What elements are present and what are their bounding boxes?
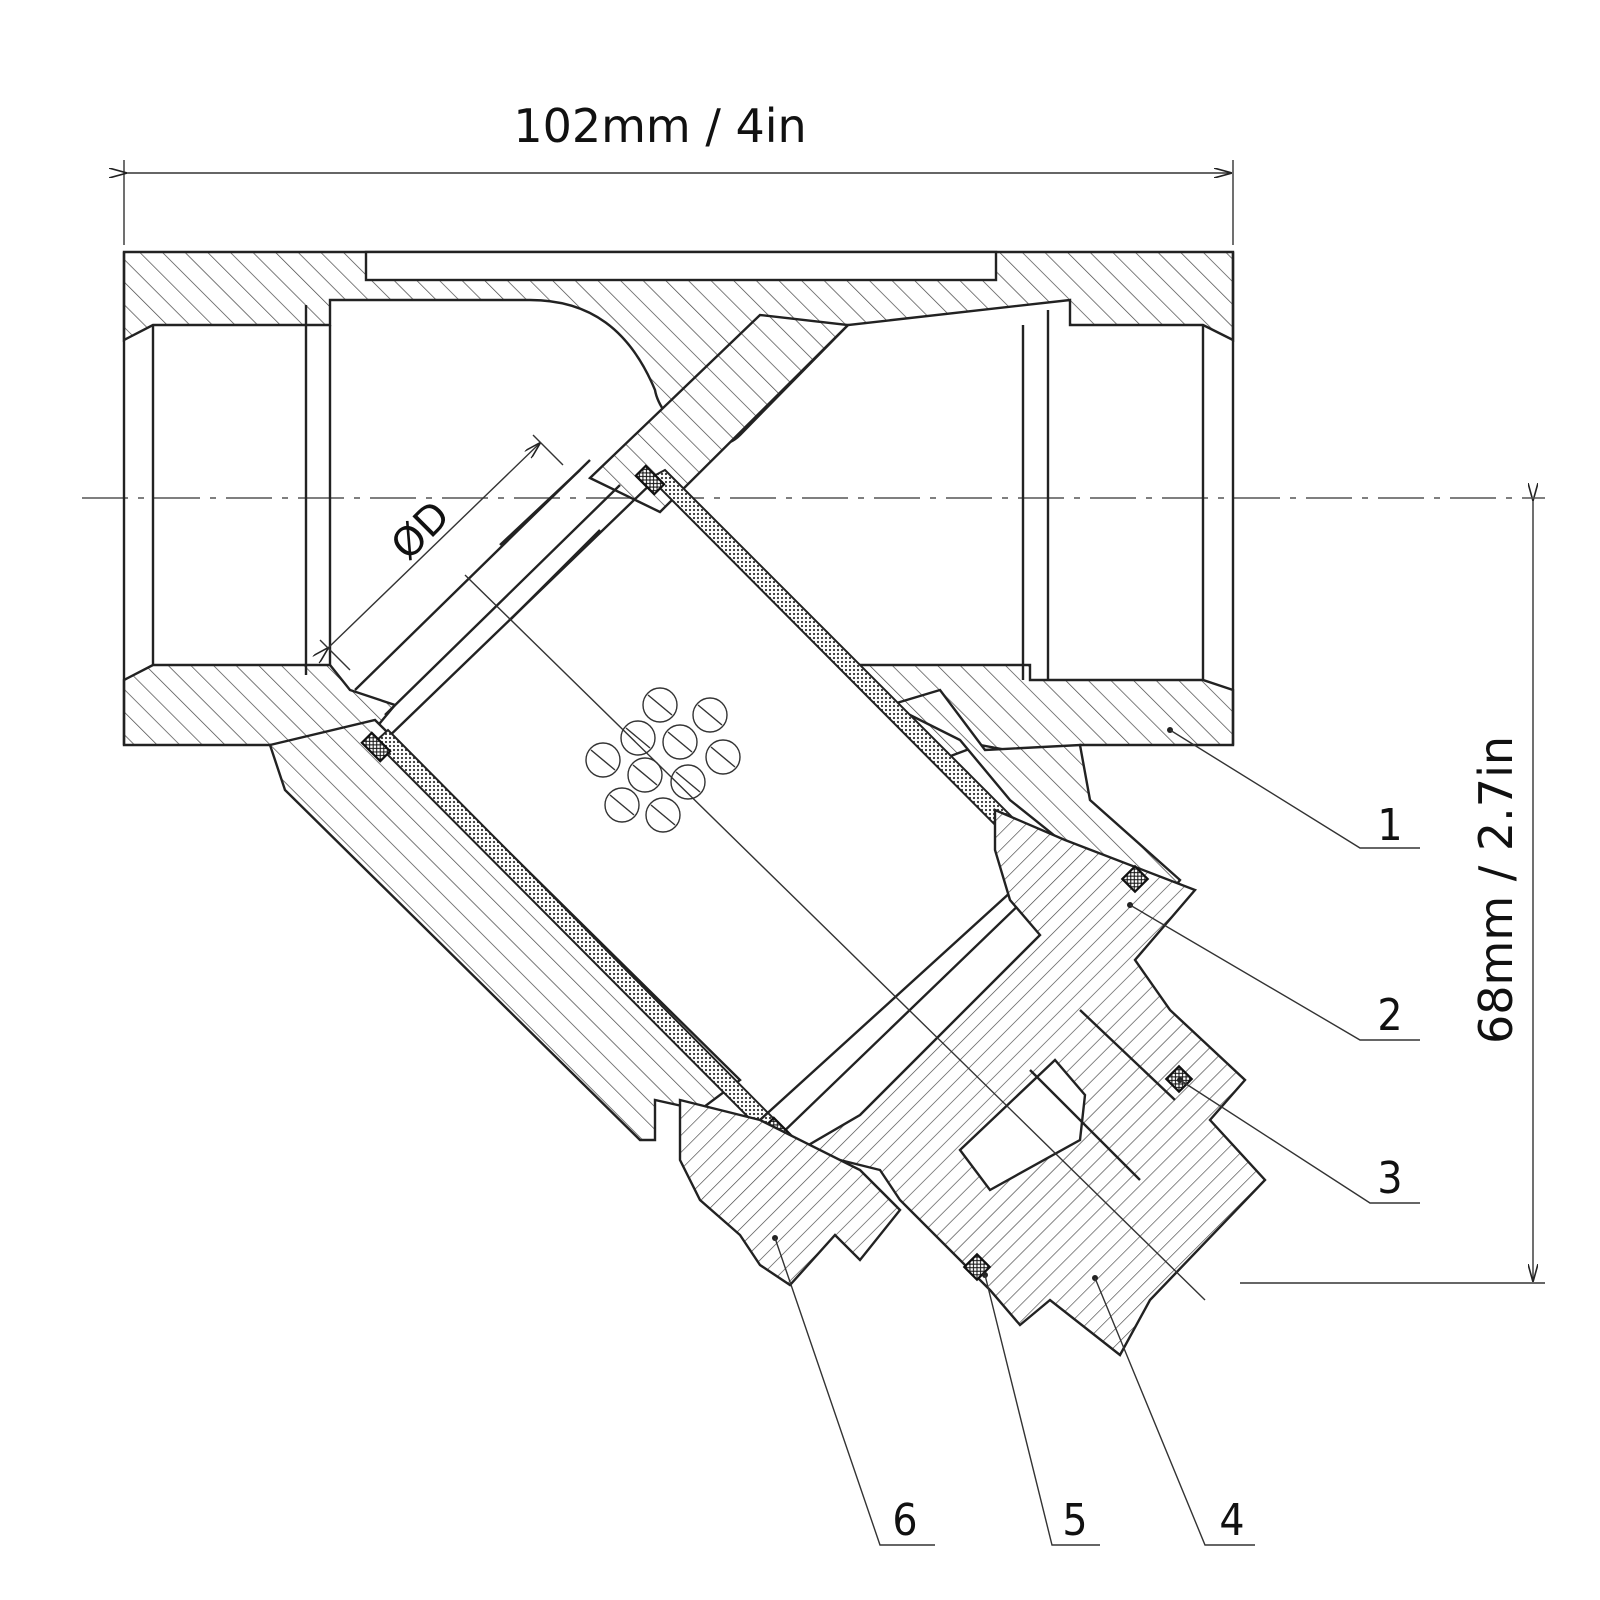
callout-5-label: 5 — [1062, 1495, 1087, 1546]
height-dimension-label: 68mm / 2.7in — [1469, 736, 1523, 1044]
callout-5: 5 — [982, 1272, 1100, 1546]
callout-3: 3 — [1177, 1077, 1420, 1204]
callout-4: 4 — [1092, 1275, 1255, 1546]
screen-perforation-detail — [585, 687, 741, 833]
callout-2-label: 2 — [1377, 990, 1402, 1041]
callout-6: 6 — [772, 1235, 935, 1546]
screen-axis-line — [464, 574, 1206, 1301]
strainer-cap — [678, 808, 1267, 1357]
width-dimension-label: 102mm / 4in — [513, 99, 806, 153]
callout-1-label: 1 — [1377, 800, 1402, 851]
callout-2: 2 — [1127, 902, 1420, 1041]
callout-6-label: 6 — [892, 1495, 917, 1546]
callout-1: 1 — [1167, 727, 1420, 851]
callout-4-label: 4 — [1219, 1495, 1244, 1546]
width-dimension: 102mm / 4in — [124, 99, 1234, 245]
callout-3-label: 3 — [1377, 1153, 1402, 1204]
diameter-label: ØD — [383, 493, 460, 570]
height-dimension: 68mm / 2.7in — [1240, 500, 1545, 1284]
